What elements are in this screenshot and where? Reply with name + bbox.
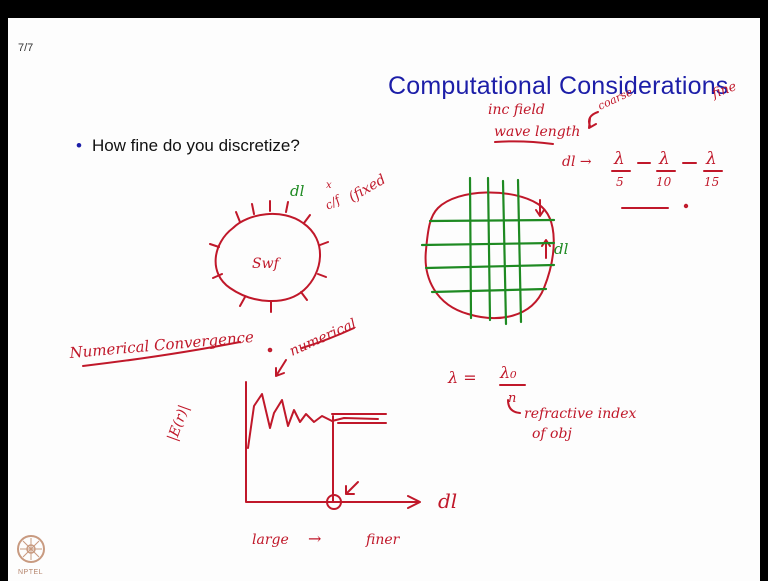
slide-title: Computational Considerations xyxy=(388,72,729,100)
wave-length-text: wave length xyxy=(494,124,580,140)
lambda-3: λ xyxy=(705,149,717,169)
bullet-dot-icon: • xyxy=(76,136,82,155)
lambda-1: λ xyxy=(613,149,625,169)
convergence-check-arrow xyxy=(345,481,359,495)
lambda-2: λ xyxy=(658,149,670,169)
inc-field-text: inc field xyxy=(488,102,545,118)
numerical-underline xyxy=(301,327,355,349)
grid-hline-1 xyxy=(428,218,556,223)
of-obj-text: of obj xyxy=(532,426,572,442)
finer-text: finer xyxy=(365,532,401,548)
grid-vline-3 xyxy=(501,179,508,326)
wave-length-underline xyxy=(494,140,554,145)
grid-vline-2 xyxy=(486,176,492,322)
fixed-text: (fixed xyxy=(346,172,389,206)
refractive-index-text: refractive index xyxy=(524,406,637,422)
page-number: 7/7 xyxy=(18,42,34,54)
swf-text: Swf xyxy=(252,256,282,272)
dl-grid-text: dl xyxy=(554,240,569,258)
coarse-text: coarse xyxy=(596,85,635,113)
grid-vline-4 xyxy=(516,178,523,324)
logo-text: NPTEL xyxy=(18,569,44,576)
dl-arrow-text: dl → xyxy=(562,154,592,170)
n-text: n xyxy=(508,391,516,406)
object-outline xyxy=(214,212,321,302)
denom-10: 10 xyxy=(656,175,672,189)
grid-hline-2 xyxy=(420,241,556,247)
handwritten-annotations: inc field wave length coarse fine dl → λ… xyxy=(68,79,739,548)
bullet-item: • How fine do you discretize? xyxy=(76,136,300,156)
convergence-point-circle xyxy=(326,494,342,510)
numerical-arrow xyxy=(275,359,287,377)
grid-object-outline xyxy=(424,191,555,320)
blank-dot xyxy=(683,203,689,209)
dl-arrow-down xyxy=(535,199,545,217)
abs-E-text: |E(r)| xyxy=(165,403,193,444)
convergence-dot xyxy=(267,347,273,353)
convergence-underline xyxy=(82,341,241,367)
lambda-eq-text: λ = xyxy=(447,368,477,387)
nptel-logo-icon xyxy=(17,535,45,563)
denom-5: 5 xyxy=(616,175,624,189)
dl-axis-text: dl xyxy=(438,489,457,513)
grid-hline-3 xyxy=(424,263,556,270)
discretization-ticks xyxy=(209,200,329,313)
numerical-text: numerical xyxy=(287,316,359,360)
fine-text: fine xyxy=(709,79,739,102)
graph-axes xyxy=(245,381,419,503)
numerical-convergence-text: Numerical Convergence xyxy=(68,328,255,362)
denom-15: 15 xyxy=(704,175,719,189)
refractive-arrow xyxy=(507,399,521,414)
x-mark: x xyxy=(326,180,332,191)
lambda0-text: λ₀ xyxy=(499,363,517,382)
coarse-arrowhead xyxy=(588,117,597,129)
convergence-curve xyxy=(247,393,379,449)
bullet-text: How fine do you discretize? xyxy=(91,136,300,155)
grid-vline-1 xyxy=(468,176,473,320)
dl-top-text: dl xyxy=(290,182,305,200)
c-over-f-text: c/f xyxy=(323,192,345,213)
arrow-text: → xyxy=(308,529,321,548)
x-axis-arrowhead xyxy=(407,495,421,509)
grid-hline-4 xyxy=(430,287,548,294)
slide: 7/7 Computational Considerations • How fi… xyxy=(8,18,760,581)
large-text: large xyxy=(252,532,289,548)
